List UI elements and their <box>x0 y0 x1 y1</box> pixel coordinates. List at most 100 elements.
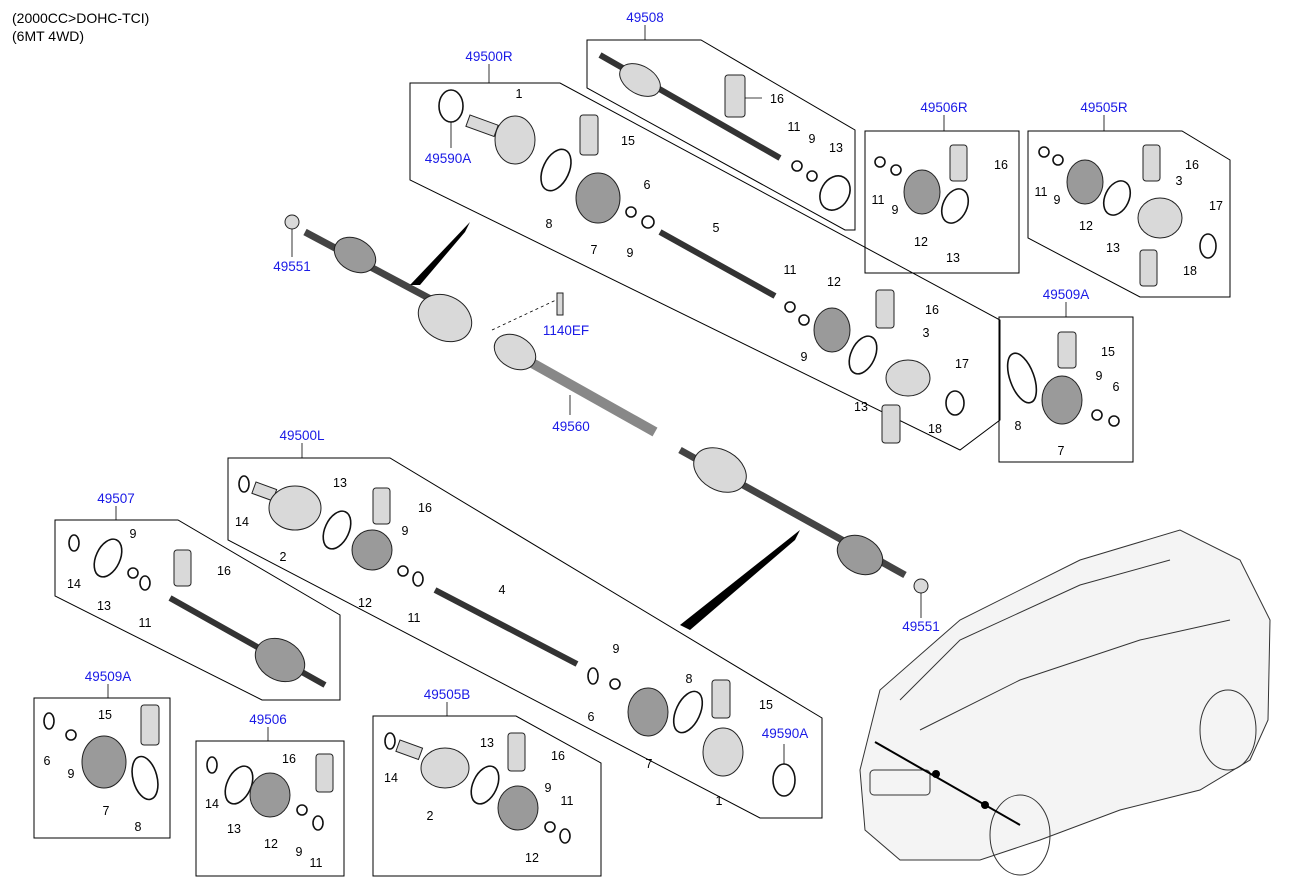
part-num: 15 <box>1101 345 1115 359</box>
part-num: 7 <box>646 757 653 771</box>
group-49508-outline <box>586 39 856 231</box>
group-49507-outline <box>54 519 341 701</box>
engine-spec-label: (2000CC>DOHC-TCI) <box>12 10 150 26</box>
part-num: 9 <box>402 524 409 538</box>
group-49500L: 49500L 14 2 13 16 12 9 11 4 9 8 <box>227 428 823 819</box>
part-num: 6 <box>1113 380 1120 394</box>
ref-49509A-right[interactable]: 49509A <box>1043 287 1090 302</box>
part-num: 7 <box>1058 444 1065 458</box>
part-num: 9 <box>613 642 620 656</box>
part-num: 5 <box>713 221 720 235</box>
part-num: 9 <box>892 203 899 217</box>
assembled-front-shaft <box>284 214 473 343</box>
part-num: 12 <box>358 596 372 610</box>
center-intermediate-shaft <box>493 333 658 437</box>
part-num: 13 <box>854 400 868 414</box>
ref-49500L[interactable]: 49500L <box>279 428 325 443</box>
group-49506-outline <box>195 740 345 877</box>
part-num: 1 <box>716 794 723 808</box>
part-num: 13 <box>946 251 960 265</box>
outer-cv-joint-right <box>465 114 536 165</box>
part-num: 15 <box>759 698 773 712</box>
part-num: 11 <box>1035 185 1048 199</box>
ref-49506R[interactable]: 49506R <box>920 100 968 115</box>
part-num: 11 <box>784 263 797 277</box>
group-49500R: 49500R 49590A 1 15 8 7 6 9 5 11 12 <box>409 49 1001 451</box>
part-num: 15 <box>621 134 635 148</box>
part-num: 3 <box>1176 174 1183 188</box>
group-49505R-outline <box>1027 130 1231 298</box>
group-49509A-left: 49509A 15 6 9 7 8 <box>33 669 171 839</box>
group-49505B: 49505B 13 16 14 2 9 11 12 <box>372 687 602 877</box>
part-num: 9 <box>1054 193 1061 207</box>
part-num: 18 <box>928 422 942 436</box>
part-num: 9 <box>627 246 634 260</box>
part-num: 11 <box>310 856 323 870</box>
part-num: 14 <box>384 771 398 785</box>
part-num: 2 <box>427 809 434 823</box>
part-num: 3 <box>923 326 930 340</box>
group-49506R: 49506R 16 11 9 12 13 <box>864 100 1020 274</box>
part-num: 6 <box>644 178 651 192</box>
part-num: 16 <box>282 752 296 766</box>
part-num: 12 <box>525 851 539 865</box>
ref-49508[interactable]: 49508 <box>626 10 664 25</box>
part-num: 13 <box>227 822 241 836</box>
group-49509A-right: 49509A 15 8 9 6 7 <box>998 287 1134 463</box>
part-num: 7 <box>591 243 598 257</box>
part-num: 7 <box>103 804 110 818</box>
ref-49500R[interactable]: 49500R <box>465 49 513 64</box>
inner-cv-joint-left <box>251 481 322 531</box>
part-num: 13 <box>480 736 494 750</box>
part-num: 11 <box>561 794 574 808</box>
ref-49505B[interactable]: 49505B <box>424 687 471 702</box>
ref-49551-lower[interactable]: 49551 <box>902 619 940 634</box>
part-num: 15 <box>98 708 112 722</box>
part-num: 13 <box>97 599 111 613</box>
part-num: 12 <box>914 235 928 249</box>
part-num: 16 <box>925 303 939 317</box>
part-num: 14 <box>67 577 81 591</box>
part-num: 12 <box>827 275 841 289</box>
group-49508: 49508 16 11 9 13 <box>586 10 856 231</box>
part-num: 13 <box>829 141 843 155</box>
part-num: 16 <box>770 92 784 106</box>
part-num: 9 <box>1096 369 1103 383</box>
ref-49560[interactable]: 49560 <box>552 419 590 434</box>
part-num: 9 <box>809 132 816 146</box>
group-49505R: 49505R 16 11 9 3 17 12 13 18 <box>1027 100 1231 298</box>
ref-49590A-right[interactable]: 49590A <box>425 151 472 166</box>
part-num: 16 <box>1185 158 1199 172</box>
part-num: 2 <box>280 550 287 564</box>
part-num: 9 <box>68 767 75 781</box>
part-num: 6 <box>44 754 51 768</box>
group-49500R-outline <box>409 82 1001 451</box>
ref-49509A-left[interactable]: 49509A <box>85 669 132 684</box>
bolt-1140EF <box>491 292 564 331</box>
ref-49507[interactable]: 49507 <box>97 491 135 506</box>
inner-cv-joint-49505B <box>395 739 470 789</box>
ref-49551-upper[interactable]: 49551 <box>273 259 311 274</box>
part-num: 14 <box>235 515 249 529</box>
ref-49590A-left[interactable]: 49590A <box>762 726 809 741</box>
part-num: 11 <box>139 616 152 630</box>
part-num: 17 <box>1209 199 1223 213</box>
part-num: 9 <box>801 350 808 364</box>
ref-1140EF[interactable]: 1140EF <box>543 323 589 338</box>
group-49509A-left-outline <box>33 697 171 839</box>
part-num: 8 <box>546 217 553 231</box>
group-49506R-outline <box>864 130 1020 274</box>
ref-49505R[interactable]: 49505R <box>1080 100 1128 115</box>
part-num: 11 <box>788 120 801 134</box>
group-49505B-outline <box>372 715 602 877</box>
part-num: 12 <box>1079 219 1093 233</box>
part-num: 13 <box>333 476 347 490</box>
group-49506: 49506 16 14 13 12 9 11 <box>195 712 345 877</box>
part-num: 14 <box>205 797 219 811</box>
group-49500L-outline <box>227 457 823 819</box>
ref-49506[interactable]: 49506 <box>249 712 287 727</box>
part-num: 17 <box>955 357 969 371</box>
part-num: 8 <box>686 672 693 686</box>
assembled-rear-shaft <box>678 446 929 630</box>
part-num: 16 <box>217 564 231 578</box>
